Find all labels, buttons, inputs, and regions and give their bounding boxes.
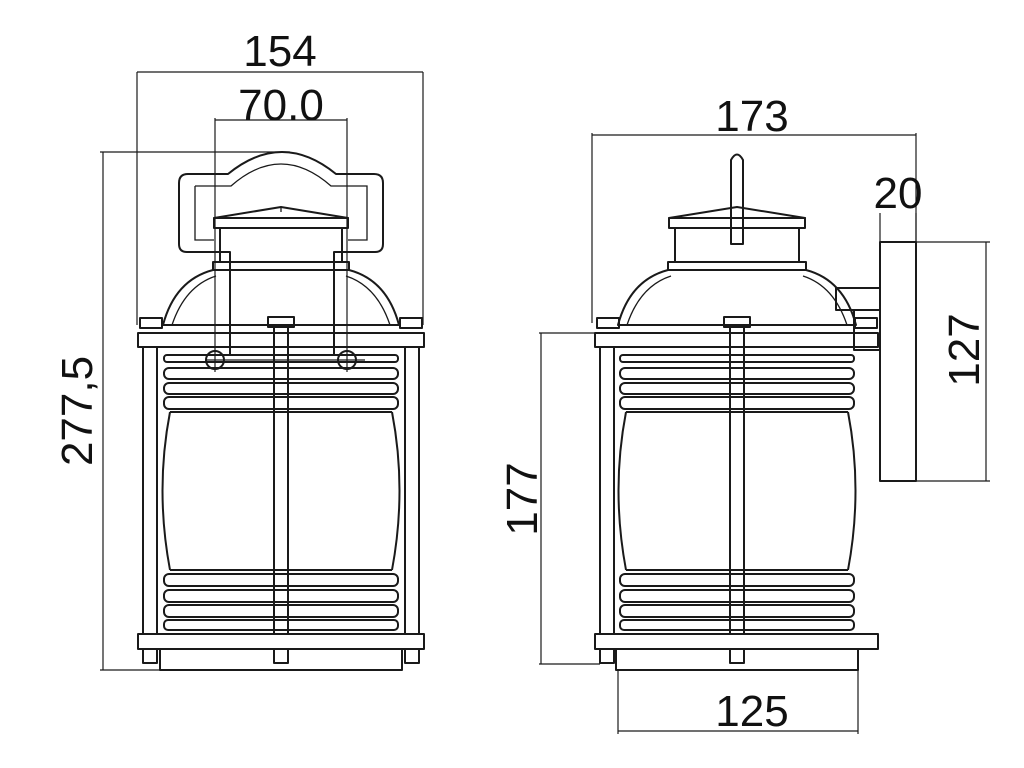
side-handle (730, 153, 744, 245)
side-top-rail (594, 332, 879, 348)
mounting-holes (205, 350, 365, 370)
dimension-body-height: 177 (498, 332, 600, 665)
side-view: 173 20 127 177 125 (498, 92, 990, 736)
body-height-label: 177 (498, 462, 547, 535)
side-glass-body (617, 354, 857, 631)
dimension-overall-height: 277,5 (53, 151, 290, 671)
dimension-base-width: 125 (617, 670, 859, 736)
glass-body (161, 354, 401, 631)
overall-height-label: 277,5 (53, 356, 102, 466)
dimension-overall-width: 154 (136, 27, 424, 325)
backplate-height-label: 127 (940, 313, 989, 386)
front-view: 154 70.0 277,5 (53, 27, 425, 671)
side-frame-posts (599, 326, 745, 635)
lantern-base (137, 633, 425, 671)
projection-label: 173 (715, 92, 788, 141)
lantern-dome (162, 269, 400, 326)
side-base (594, 633, 879, 671)
backplate-depth-label: 20 (874, 169, 923, 218)
base-width-label: 125 (715, 687, 788, 736)
dimension-mount-spacing: 70.0 (214, 81, 348, 372)
dimension-backplate-depth: 20 (874, 169, 923, 242)
lantern-cap (212, 206, 350, 271)
overall-width-label: 154 (243, 27, 316, 76)
lantern-handle (178, 151, 384, 355)
dimension-projection: 173 (591, 92, 917, 323)
frame-posts (142, 326, 420, 635)
side-dome (617, 269, 857, 326)
mount-spacing-label: 70.0 (238, 81, 324, 130)
side-cap (667, 206, 807, 271)
dimension-backplate-height: 127 (916, 241, 990, 482)
top-frame-rail (137, 332, 425, 348)
wall-backplate (835, 241, 917, 482)
